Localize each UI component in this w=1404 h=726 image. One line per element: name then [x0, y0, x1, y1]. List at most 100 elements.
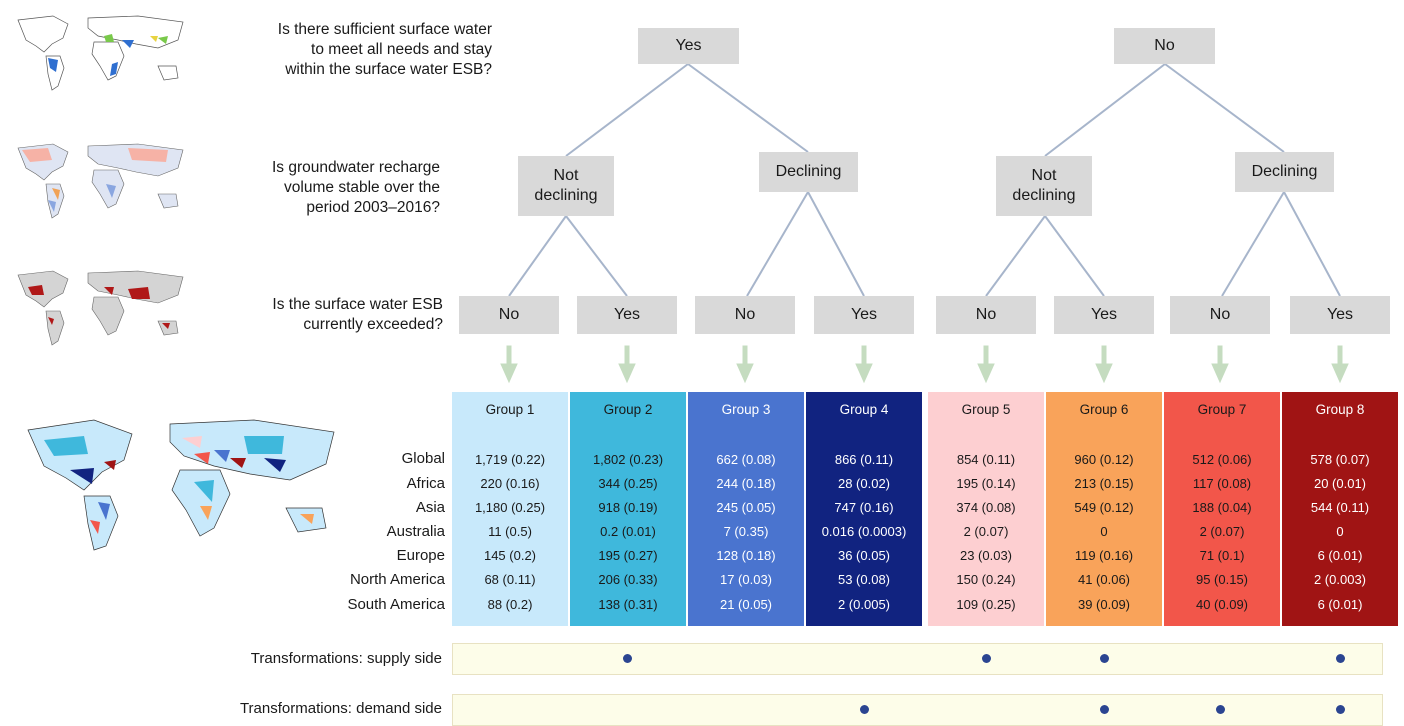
group-cell: 188 (0.04) — [1192, 500, 1252, 515]
group-header: Group 4 — [839, 402, 889, 417]
demand-dot — [1100, 705, 1109, 714]
group-cell: 220 (0.16) — [480, 476, 540, 491]
node-leaf-1: No — [459, 296, 559, 334]
group-cell: 206 (0.33) — [598, 572, 658, 587]
question-esb-exceeded: Is the surface water ESB currently excee… — [230, 295, 443, 335]
question-line: Is there sufficient surface water — [277, 21, 492, 38]
supply-side-label: Transformations: supply side — [250, 650, 442, 667]
group-cell: 2 (0.07) — [1199, 524, 1245, 539]
row-label-global: Global — [401, 450, 445, 467]
row-label-europe: Europe — [396, 547, 445, 564]
group-cell: 145 (0.2) — [483, 548, 537, 563]
group-cell: 244 (0.18) — [716, 476, 776, 491]
group-cell: 512 (0.06) — [1192, 452, 1252, 467]
world-map-groundwater — [17, 143, 184, 219]
question-line: Is groundwater recharge — [271, 159, 440, 176]
question-line: to meet all needs and stay — [311, 41, 492, 58]
group-cell: 40 (0.09) — [1195, 597, 1249, 612]
group-cell: 344 (0.25) — [598, 476, 658, 491]
node-leaf-8: Yes — [1290, 296, 1390, 334]
group-header: Group 1 — [485, 402, 535, 417]
supply-dot — [623, 654, 632, 663]
row-label-north-america: North America — [349, 571, 445, 588]
group-cell: 138 (0.31) — [598, 597, 658, 612]
group-cell: 68 (0.11) — [484, 572, 536, 587]
node-line: Declining — [775, 163, 842, 180]
group-header: Group 6 — [1079, 402, 1129, 417]
group-cell: 245 (0.05) — [716, 500, 776, 515]
group-header: Group 7 — [1197, 402, 1247, 417]
group-cell: 39 (0.09) — [1077, 597, 1131, 612]
group-header: Group 8 — [1315, 402, 1365, 417]
demand-dot — [1336, 705, 1345, 714]
group-cell: 119 (0.16) — [1074, 548, 1134, 563]
group-cell: 0 — [1336, 524, 1344, 539]
arrow-down-icon — [618, 345, 636, 384]
question-line: period 2003–2016? — [306, 199, 440, 216]
group-cell: 117 (0.08) — [1192, 476, 1252, 491]
group-cell: 150 (0.24) — [956, 572, 1016, 587]
group-cell: 960 (0.12) — [1074, 452, 1134, 467]
question-surface-water: Is there sufficient surface water to mee… — [230, 20, 492, 80]
node-leaf-7: No — [1170, 296, 1270, 334]
group-cell: 1,802 (0.23) — [592, 452, 664, 467]
node-line: Not — [553, 167, 579, 184]
question-line: within the surface water ESB? — [285, 61, 492, 78]
group-cell: 662 (0.08) — [716, 452, 776, 467]
world-map-groups — [27, 419, 335, 551]
group-cell: 1,180 (0.25) — [474, 500, 546, 515]
group-header: Group 5 — [961, 402, 1011, 417]
world-map-surface-water — [17, 15, 184, 91]
group-header: Group 2 — [603, 402, 653, 417]
supply-dot — [1336, 654, 1345, 663]
group-cell: 11 (0.5) — [488, 524, 532, 539]
node-line: Not — [1031, 167, 1057, 184]
demand-dot — [860, 705, 869, 714]
node-line: declining — [534, 187, 598, 204]
row-label-asia: Asia — [415, 499, 445, 516]
group-cell: 866 (0.11) — [834, 452, 894, 467]
group-cell: 195 (0.27) — [598, 548, 658, 563]
arrow-down-icon — [736, 345, 754, 384]
group-cell: 95 (0.15) — [1195, 572, 1249, 587]
arrow-down-icon — [1331, 345, 1349, 384]
demand-side-bar — [452, 694, 1383, 726]
group-cell: 854 (0.11) — [956, 452, 1016, 467]
group-cell: 6 (0.01) — [1317, 548, 1363, 563]
group-cell: 7 (0.35) — [723, 524, 769, 539]
node-leaf-6: Yes — [1054, 296, 1154, 334]
group-cell: 0.2 (0.01) — [600, 524, 656, 539]
group-cell: 2 (0.07) — [963, 524, 1009, 539]
group-cell: 21 (0.05) — [719, 597, 773, 612]
group-cell: 578 (0.07) — [1310, 452, 1370, 467]
group-column-7: Group 7 512 (0.06) 117 (0.08) 188 (0.04) 2 (… — [1164, 392, 1280, 626]
demand-dot — [1216, 705, 1225, 714]
group-cell: 41 (0.06) — [1077, 572, 1131, 587]
group-cell: 549 (0.12) — [1074, 500, 1134, 515]
group-cell: 6 (0.01) — [1317, 597, 1363, 612]
supply-side-bar — [452, 643, 1383, 675]
node-leaf-4: Yes — [814, 296, 914, 334]
group-cell: 109 (0.25) — [956, 597, 1016, 612]
group-cell: 0 — [1100, 524, 1108, 539]
group-cell: 2 (0.005) — [837, 597, 891, 612]
node-declining-no: Declining — [1235, 152, 1334, 192]
node-not-declining-yes: Not declining — [518, 156, 614, 216]
arrow-down-icon — [1095, 345, 1113, 384]
supply-dot — [982, 654, 991, 663]
node-not-declining-no: Not declining — [996, 156, 1092, 216]
row-label-south-america: South America — [347, 596, 445, 613]
node-yes-level1: Yes — [638, 28, 739, 64]
group-cell: 747 (0.16) — [834, 500, 894, 515]
node-line: declining — [1012, 187, 1076, 204]
group-cell: 128 (0.18) — [716, 548, 776, 563]
group-cell: 20 (0.01) — [1313, 476, 1367, 491]
question-groundwater: Is groundwater recharge volume stable ov… — [230, 158, 440, 218]
group-cell: 71 (0.1) — [1199, 548, 1245, 563]
